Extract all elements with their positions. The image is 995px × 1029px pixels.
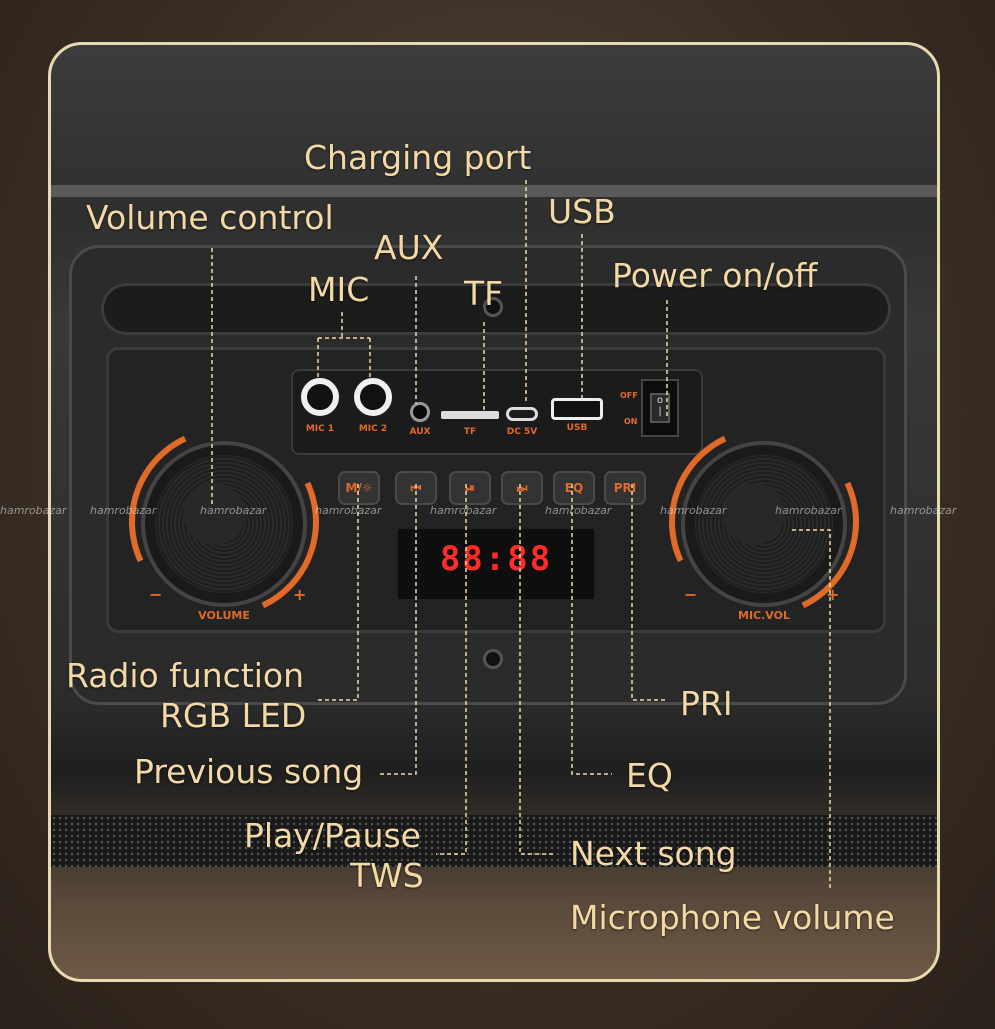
callout-volume-control: Volume control <box>86 198 334 237</box>
volume-label: VOLUME <box>198 609 250 622</box>
pri-leader <box>631 484 668 701</box>
volume-knob[interactable] <box>141 441 307 607</box>
power-switch[interactable]: o| <box>641 379 679 437</box>
volume-minus: − <box>149 585 163 604</box>
callout-aux: AUX <box>374 228 444 267</box>
watermark: hamrobazar <box>430 504 497 517</box>
callout-rgb-led: RGB LED <box>160 696 307 735</box>
mic-minus: − <box>684 585 698 604</box>
mic1-label: MIC 1 <box>305 424 335 434</box>
callout-power: Power on/off <box>612 256 818 295</box>
usb-c-charging-port[interactable] <box>506 407 538 421</box>
watermark: hamrobazar <box>890 504 957 517</box>
watermark: hamrobazar <box>545 504 612 517</box>
tf-card-slot[interactable] <box>441 411 499 419</box>
mode-button[interactable]: M/☼ <box>338 471 380 505</box>
power-rocker[interactable]: o| <box>650 393 670 423</box>
aux-jack[interactable] <box>410 402 430 422</box>
mic2-jack[interactable] <box>354 378 392 416</box>
watermark: hamrobazar <box>660 504 727 517</box>
callout-next-song: Next song <box>570 834 737 873</box>
play-pause-button[interactable]: ⏯ <box>449 471 491 505</box>
mic-volume-label: MIC.VOL <box>738 609 790 622</box>
pri-button[interactable]: PRI <box>604 471 646 505</box>
mic-knob-cap <box>723 483 785 545</box>
callout-previous-song: Previous song <box>134 752 364 791</box>
eq-button[interactable]: EQ <box>553 471 595 505</box>
tf-label: TF <box>463 427 477 437</box>
usb-label: USB <box>566 423 588 433</box>
led-display: 88:88 <box>396 527 596 601</box>
mic-volume-knob[interactable] <box>681 441 847 607</box>
volume-plus: + <box>293 585 307 604</box>
callout-tf: TF <box>464 274 504 313</box>
callout-charging-port: Charging port <box>304 138 532 177</box>
callout-play-pause: Play/Pause <box>244 816 421 855</box>
callout-usb: USB <box>548 192 616 231</box>
play-leader <box>436 484 467 855</box>
mic-leader <box>317 312 371 378</box>
display-digits: 88:88 <box>439 539 553 579</box>
callout-mic: MIC <box>308 270 370 309</box>
watermark: hamrobazar <box>315 504 382 517</box>
off-label: OFF <box>620 391 638 400</box>
dc5v-label: DC 5V <box>506 427 538 437</box>
bottom-screw <box>483 649 503 669</box>
mic-vol-leader <box>792 529 831 888</box>
product-frame: MIC 1 MIC 2 AUX TF DC 5V USB o| OFF ON M… <box>48 42 940 982</box>
volume-knob-cap <box>183 483 245 545</box>
callout-tws: TWS <box>350 856 424 895</box>
watermark: hamrobazar <box>200 504 267 517</box>
next-leader <box>519 484 556 855</box>
next-button[interactable]: ⏭ <box>501 471 543 505</box>
mic1-jack[interactable] <box>301 378 339 416</box>
callout-microphone-volume: Microphone volume <box>570 898 895 937</box>
watermark: hamrobazar <box>775 504 842 517</box>
callout-eq: EQ <box>626 756 673 795</box>
eq-leader <box>571 484 612 775</box>
callout-pri: PRI <box>680 684 733 723</box>
usb-a-port[interactable] <box>551 398 603 420</box>
top-screw <box>483 297 503 317</box>
mic2-label: MIC 2 <box>358 424 388 434</box>
callout-radio-function: Radio function <box>66 656 305 695</box>
watermark: hamrobazar <box>90 504 157 517</box>
speaker-top-band <box>51 185 937 197</box>
aux-label: AUX <box>409 427 431 437</box>
radio-leader <box>318 484 359 701</box>
speaker-grille <box>51 815 937 867</box>
watermark: hamrobazar <box>0 504 67 517</box>
on-label: ON <box>624 417 638 426</box>
prev-leader <box>378 484 417 775</box>
